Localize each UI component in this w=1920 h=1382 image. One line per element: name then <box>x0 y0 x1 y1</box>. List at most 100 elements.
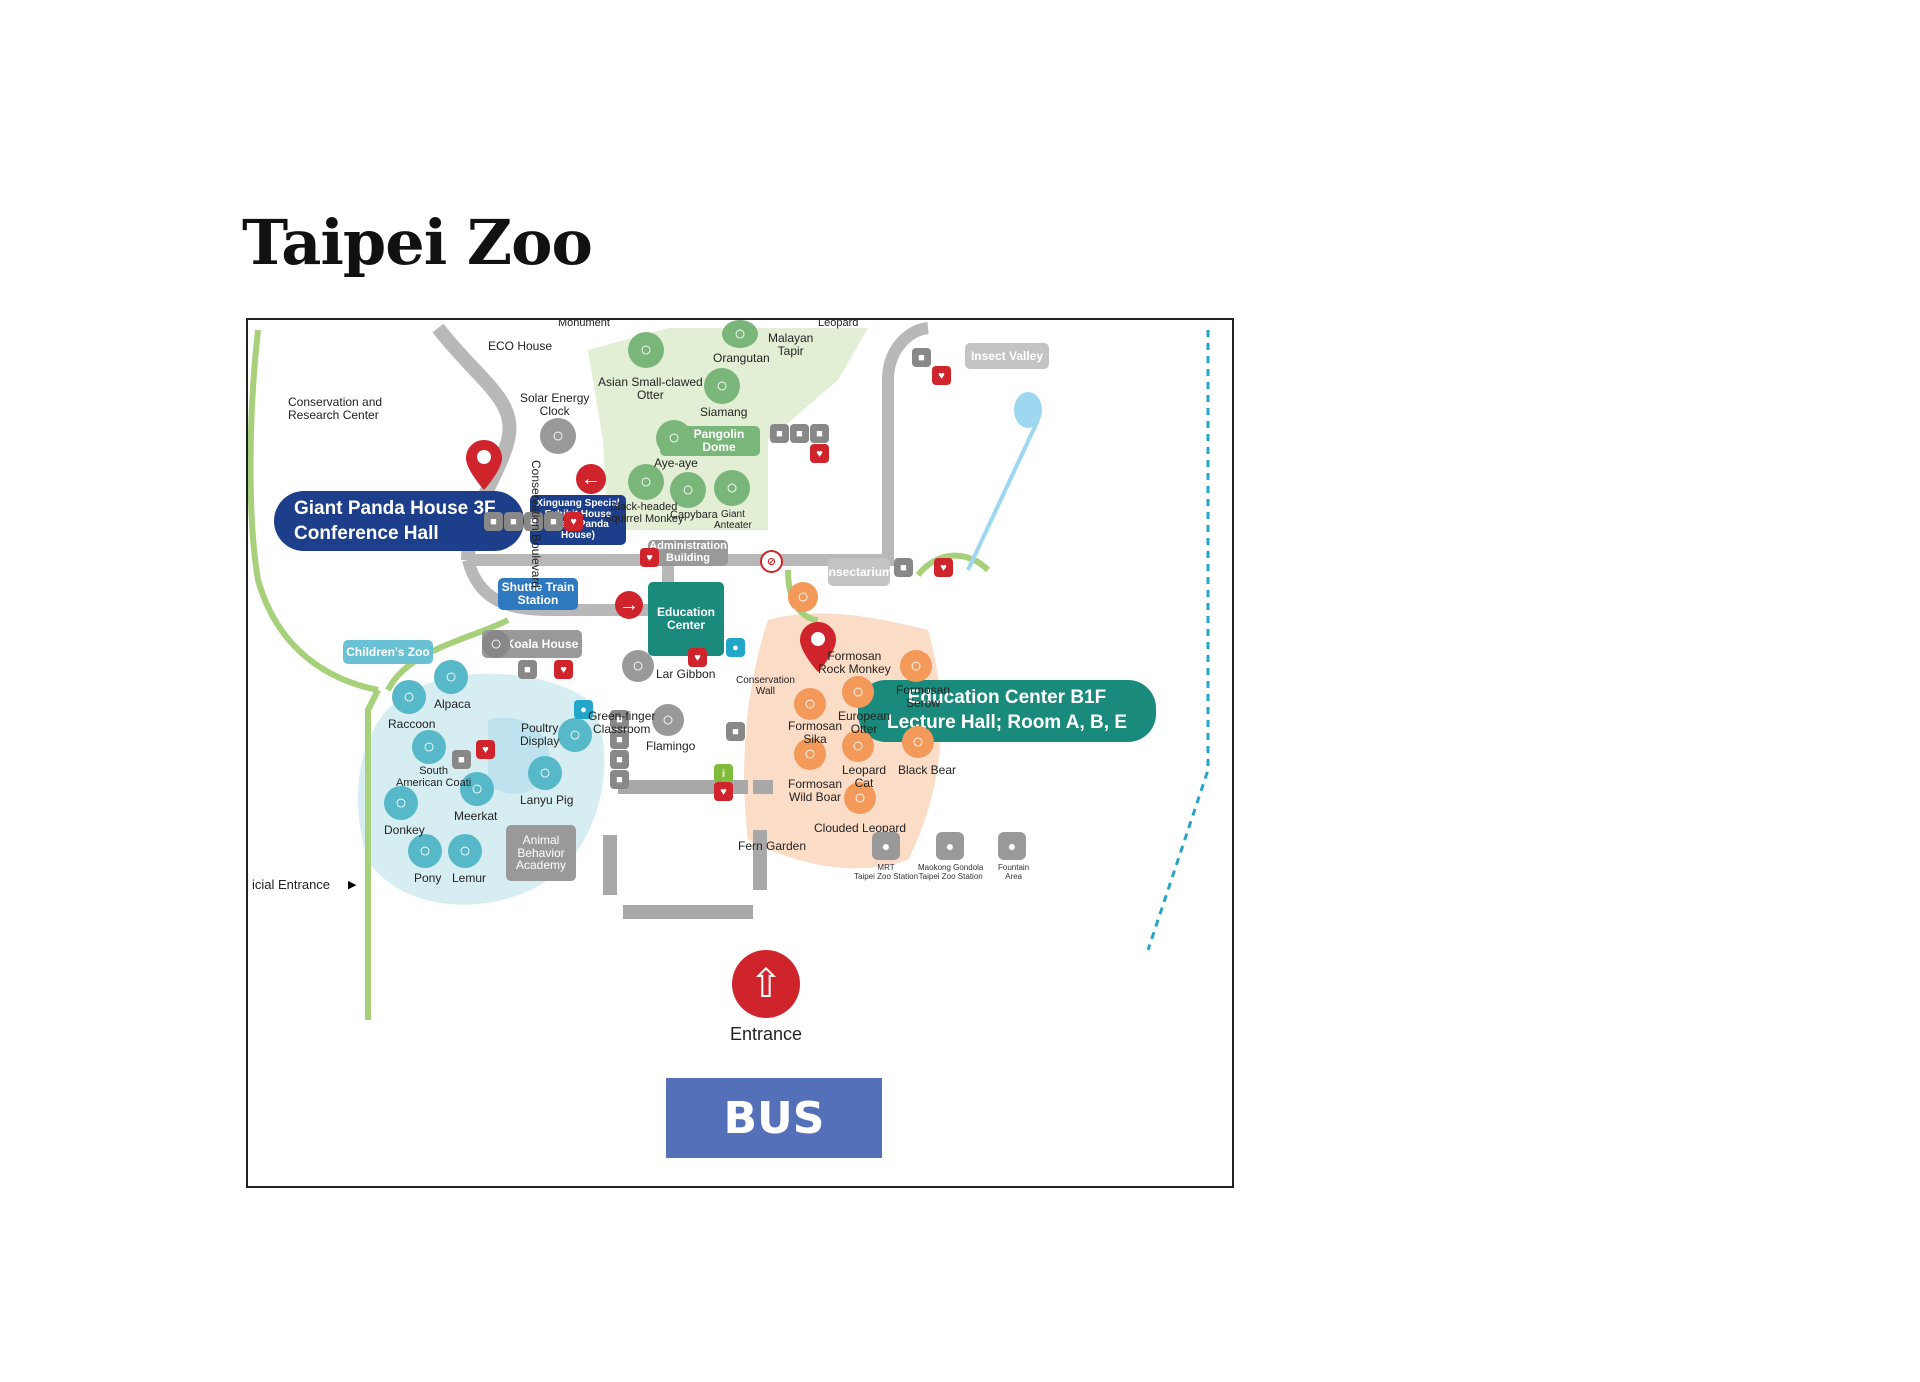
leopard-cat-icon[interactable]: ○ <box>842 730 874 762</box>
lanyu-pig-label: Lanyu Pig <box>520 793 574 807</box>
donkey-icon[interactable]: ○ <box>384 786 418 820</box>
donkey-label: Donkey <box>384 823 425 837</box>
coati-label: South American Coati <box>396 765 472 789</box>
wild-boar-icon[interactable]: ○ <box>794 738 826 770</box>
orangutan-label: Orangutan <box>713 351 770 365</box>
right-arrow-icon[interactable]: → <box>615 591 643 619</box>
map-pin-icon[interactable] <box>798 620 838 674</box>
serow-label: Formosan Serow <box>896 683 951 710</box>
toilet-icon: ■ <box>518 660 537 679</box>
alpaca-icon[interactable]: ○ <box>434 660 468 694</box>
aye-aye-label: Aye-aye <box>654 456 698 470</box>
panda-icon[interactable]: ○ <box>540 418 576 454</box>
leopard-cat-label: Leopard Cat <box>842 763 887 790</box>
fountain-icon: ● <box>998 832 1026 860</box>
flamingo-icon[interactable]: ○ <box>652 704 684 736</box>
fern-garden-label: Fern Garden <box>738 839 807 853</box>
up-arrow-icon[interactable]: ⇧ <box>732 950 800 1018</box>
panda-conference-callout[interactable]: Giant Panda House 3F Conference Hall <box>274 491 524 551</box>
rock-monkey-icon[interactable]: ○ <box>842 676 874 708</box>
insect-valley[interactable]: Insect Valley <box>965 343 1049 369</box>
siamang-icon[interactable]: ○ <box>704 368 740 404</box>
wild-boar-label: Formosan Wild Boar <box>788 777 843 804</box>
restaurant-icon: ■ <box>610 730 629 749</box>
aye-aye-icon[interactable]: ○ <box>656 420 692 456</box>
toilet-icon: ■ <box>726 722 745 741</box>
info-icon: i <box>714 764 733 783</box>
restaurant-icon: ■ <box>524 512 543 531</box>
raccoon-label: Raccoon <box>388 717 436 731</box>
edu-callout-text: Education Center B1F Lecture Hall; Room … <box>887 687 1127 733</box>
lanyu-pig-icon[interactable]: ○ <box>528 756 562 790</box>
water-icon: ● <box>574 700 593 719</box>
gibbon-icon[interactable]: ○ <box>622 650 654 682</box>
sika-icon[interactable]: ○ <box>794 688 826 720</box>
otter-icon[interactable]: ○ <box>628 332 664 368</box>
black-bear-icon[interactable]: ○ <box>902 726 934 758</box>
squirrel-monkey-icon[interactable]: ○ <box>628 464 664 500</box>
entrance-label: Entrance <box>729 1024 803 1044</box>
education-center[interactable]: Education Center <box>648 582 724 656</box>
first-aid-icon: ♥ <box>564 512 583 531</box>
anteater-label: Giant Anteater <box>714 509 752 531</box>
toilet-icon: ■ <box>484 512 503 531</box>
solar-clock-label: Solar Energy Clock <box>520 391 590 418</box>
pony-label: Pony <box>414 871 442 885</box>
bus-button[interactable]: BUS <box>666 1078 882 1158</box>
eco-house-label: ECO House <box>488 339 553 353</box>
shuttle-train-station[interactable]: Shuttle Train Station <box>498 578 578 610</box>
wheelchair-icon: ■ <box>504 512 523 531</box>
serow-icon[interactable]: ○ <box>900 650 932 682</box>
mrt-legend-label: MRT Taipei Zoo Station <box>854 863 919 881</box>
meerkat-icon[interactable]: ○ <box>460 772 494 806</box>
orangutan-icon[interactable]: ○ <box>722 320 758 348</box>
bear-top-icon[interactable]: ○ <box>788 582 818 612</box>
conservation-wall-label: Conservation Wall <box>736 675 795 697</box>
first-aid-icon: ♥ <box>810 444 829 463</box>
map-pin-icon[interactable] <box>464 438 504 492</box>
left-arrow-icon[interactable]: ← <box>576 464 606 494</box>
lemur-label: Lemur <box>452 871 487 885</box>
black-bear-label: Black Bear <box>898 763 957 777</box>
official-entrance-label: icial Entrance <box>252 877 331 892</box>
poultry-label: Poultry Display <box>520 721 560 748</box>
lar-gibbon-label: Lar Gibbon <box>656 667 716 681</box>
poultry-icon[interactable]: ○ <box>558 718 592 752</box>
toilet-icon: ■ <box>452 750 471 769</box>
coati-icon[interactable]: ○ <box>412 730 446 764</box>
animal-behavior-academy[interactable]: Animal Behavior Academy <box>506 825 576 881</box>
clouded-leopard-label: Clouded Leopard <box>814 821 907 835</box>
green-finger-label: Green-finger Classroom <box>588 709 656 736</box>
shop-icon: ■ <box>544 512 563 531</box>
leopard-top-label: Leopard <box>818 318 859 329</box>
european-otter-label: European Otter <box>838 709 891 736</box>
first-aid-icon: ♥ <box>476 740 495 759</box>
conservation-boulevard-label: Conservation Boulevard <box>529 460 543 589</box>
first-aid-icon: ♥ <box>932 366 951 385</box>
alpaca-label: Alpaca <box>434 697 471 711</box>
zoo-map[interactable]: Giant Panda House 3F Conference Hall Edu… <box>246 318 1234 1188</box>
pony-icon[interactable]: ○ <box>408 834 442 868</box>
flamingo-label: Flamingo <box>646 739 696 753</box>
conservation-research-label: Conservation and Research Center <box>288 395 383 422</box>
locker-icon: ■ <box>610 770 629 789</box>
lemur-icon[interactable]: ○ <box>448 834 482 868</box>
clouded-leopard-icon[interactable]: ○ <box>844 782 876 814</box>
anteater-icon[interactable]: ○ <box>714 470 750 506</box>
raccoon-icon[interactable]: ○ <box>392 680 426 714</box>
administration-building[interactable]: Administration Building <box>648 540 728 566</box>
fountain-legend-label: Fountain Area <box>998 863 1030 881</box>
first-aid-icon: ♥ <box>554 660 573 679</box>
childrens-zoo[interactable]: Children's Zoo <box>343 640 433 664</box>
insectarium[interactable]: Insectarium <box>825 558 893 586</box>
first-aid-icon: ♥ <box>714 782 733 801</box>
panda-callout-text: Giant Panda House 3F Conference Hall <box>294 498 496 544</box>
no-entry-icon: ⊘ <box>760 550 783 573</box>
capybara-icon[interactable]: ○ <box>670 472 706 508</box>
monument-label: Monument <box>558 318 610 329</box>
gondola-legend-label: Maokong Gondola Taipei Zoo Station <box>918 863 984 881</box>
first-aid-icon: ♥ <box>688 648 707 667</box>
mrt-icon: ● <box>872 832 900 860</box>
shop-icon: ■ <box>610 750 629 769</box>
page-title: Taipei Zoo <box>242 206 593 279</box>
